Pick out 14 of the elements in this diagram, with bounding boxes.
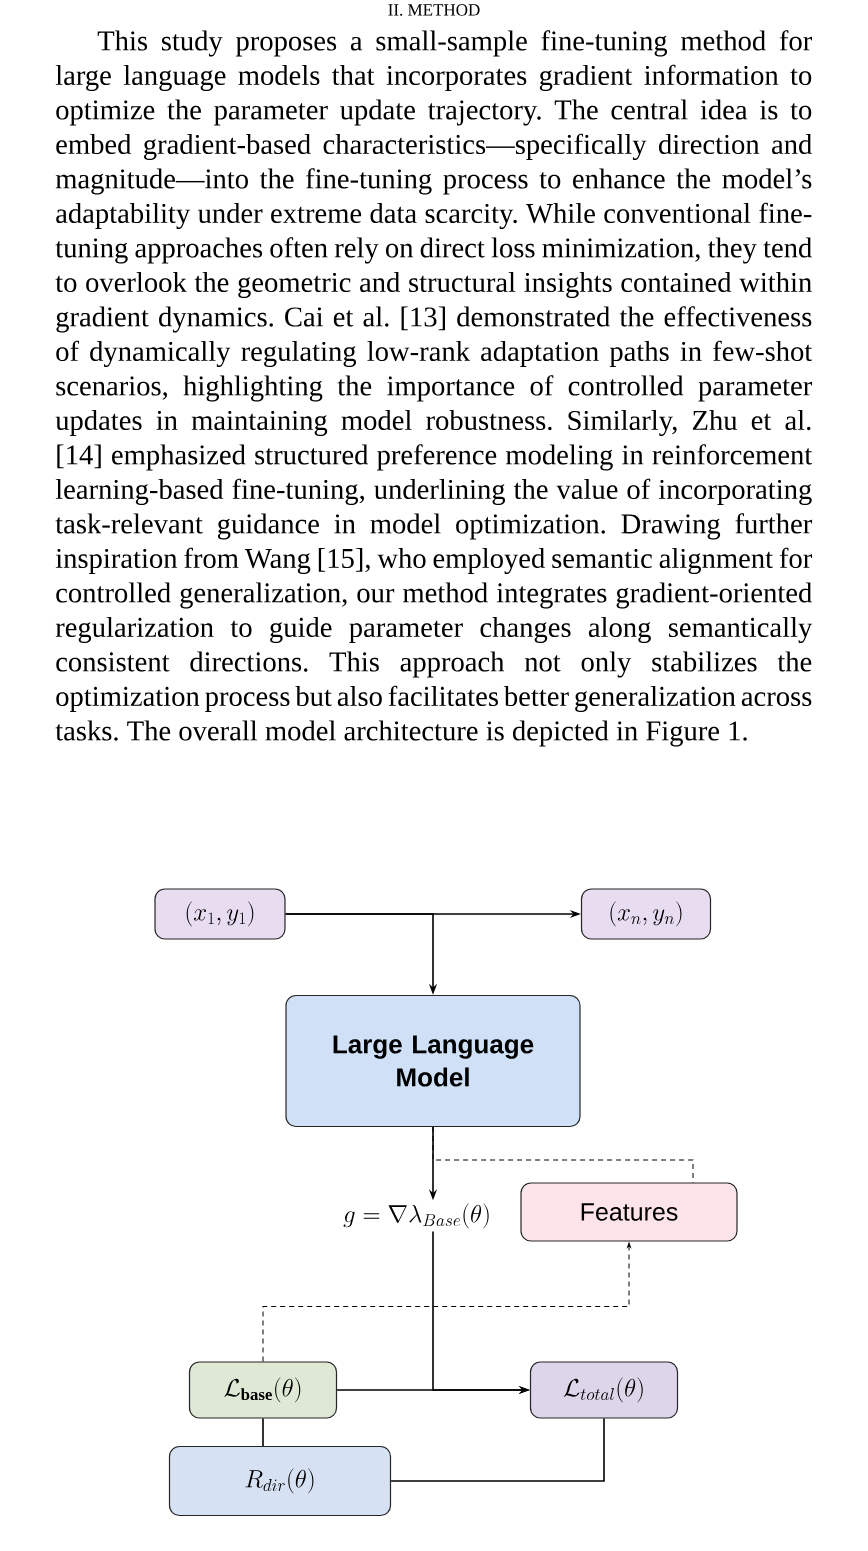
- loss-box: $\mathcal{L}_{total}(\theta)$: [529, 1361, 679, 1419]
- section-heading: II. METHOD: [388, 4, 480, 16]
- input-box: $(x_n, y_n)$: [580, 888, 712, 940]
- dashed-line: [432, 1126, 694, 1183]
- body-text: This study proposes a small-sample fine-tuning method for large language models that incorporates gradient information to optimize the parameter update trajectory. The central idea is to embed gradient-based characteristics—specifically direction and magnitude—into the fine-tuning process to enhance the model’s adaptability under extreme data scarcity. While conventional fine-tuning approaches often rely on direct loss minimization, they tend to overlook the geometric and structural insights contained within gradient dynamics. Cai et al. [13] demonstrated the effectiveness of dynamically regulating low-rank adaptation paths in few-shot scenarios, highlighting the importance of controlled parameter updates in maintaining model robustness. Similarly, Zhu et al. [14] emphasized structured preference modeling in reinforcement learning-based fine-tuning, underlining the value of incorporating task-relevant guidance in model optimization. Drawing further inspiration from Wang [15], who employed semantic alignment for controlled generalization, our method integrates gradient-oriented regularization to guide parameter changes along semantically consistent directions. This approach not only stabilizes the optimization process but also facilitates better generalization across tasks. The overall model architecture is depicted in Figure 1.: [55, 30, 813, 747]
- input-box: $(x_1, y_1)$: [154, 888, 286, 940]
- connector-line: [390, 1417, 605, 1482]
- loss-box: $\mathcal{L}_{\mathbf{base}}(\theta)$: [188, 1361, 338, 1419]
- model-box: Large Language Model: [285, 994, 581, 1128]
- regularizer-box: $R_{dir}(\theta)$: [168, 1445, 392, 1517]
- connector-line: [262, 1417, 264, 1447]
- dashed-arrow: [262, 1242, 631, 1362]
- features-box: Features: [520, 1182, 738, 1242]
- formula-text: $g = \nabla\lambda_{Base}(\theta)$: [343, 1203, 489, 1229]
